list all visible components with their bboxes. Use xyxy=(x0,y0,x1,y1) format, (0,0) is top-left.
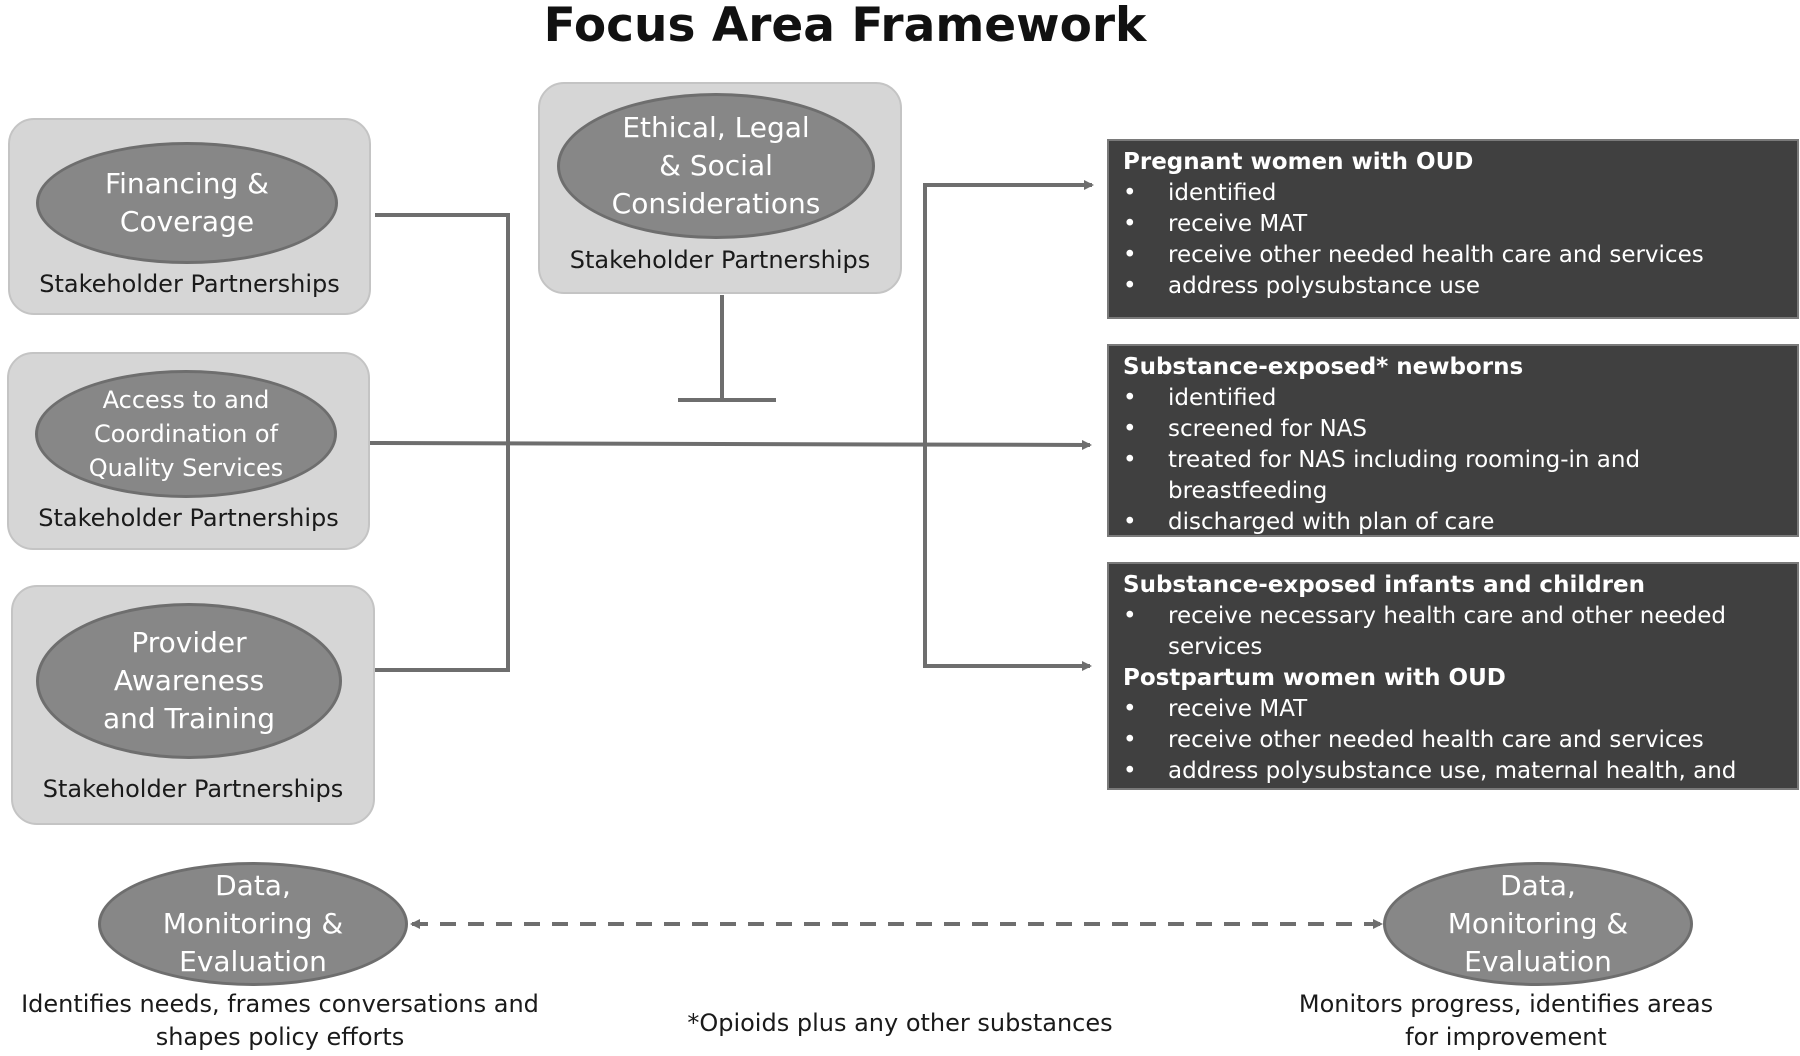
provider-training-oval: Provider Awareness and Training xyxy=(36,603,342,759)
outcome-postpartum-heading: Postpartum women with OUD xyxy=(1123,665,1506,691)
data-monitoring-oval-left: Data, Monitoring & Evaluation xyxy=(98,862,408,986)
financing-coverage-oval: Financing & Coverage xyxy=(36,142,338,264)
list-item: treated for NAS including rooming-in and… xyxy=(1123,445,1783,507)
outcome-newborns: Substance-exposed* newborns identified s… xyxy=(1107,344,1799,538)
outcome-pregnant-women: Pregnant women with OUD identified recei… xyxy=(1107,139,1799,319)
outcome-pregnant-list: identified receive MAT receive other nee… xyxy=(1123,178,1783,302)
data-left-caption: Identifies needs, frames conversations a… xyxy=(21,990,539,1051)
list-item: receive other needed health care and ser… xyxy=(1123,240,1783,271)
financing-partnerships-label: Stakeholder Partnerships xyxy=(39,270,340,298)
outcome-newborns-list: identified screened for NAS treated for … xyxy=(1123,383,1783,538)
list-item: receive other needed health care and ser… xyxy=(1123,725,1783,756)
list-item: receive necessary health care and other … xyxy=(1123,601,1783,663)
list-item: screened for NAS xyxy=(1123,414,1783,445)
data-monitoring-oval-right: Data, Monitoring & Evaluation xyxy=(1383,862,1693,986)
ethical-partnerships-label: Stakeholder Partnerships xyxy=(569,246,871,274)
footnote: *Opioids plus any other substances xyxy=(687,1009,1113,1037)
outcome-infants-list: receive necessary health care and other … xyxy=(1123,601,1783,663)
list-item: address polysubstance use xyxy=(1123,271,1783,302)
right-branch-line xyxy=(923,183,1092,671)
provider-training-area: Provider Awareness and Training Stakehol… xyxy=(11,585,375,825)
list-item: address polysubstance use, maternal heal… xyxy=(1123,756,1783,818)
access-coordination-oval: Access to and Coordination of Quality Se… xyxy=(35,370,337,498)
outcome-postpartum-list: receive MAT receive other needed health … xyxy=(1123,694,1783,818)
outcome-infants-postpartum: Substance-exposed infants and children r… xyxy=(1107,562,1799,815)
ethical-legal-social-oval: Ethical, Legal & Social Considerations xyxy=(557,93,875,239)
provider-partnerships-label: Stakeholder Partnerships xyxy=(42,775,344,803)
diagram-title: Focus Area Framework xyxy=(543,0,1147,53)
list-item: receive MAT xyxy=(1123,694,1783,725)
financing-coverage-area: Financing & Coverage Stakeholder Partner… xyxy=(8,118,371,315)
list-item: discharged with plan of care xyxy=(1123,507,1783,538)
list-item: receive MAT xyxy=(1123,209,1783,240)
ethical-legal-social-area: Ethical, Legal & Social Considerations S… xyxy=(538,82,902,294)
access-partnerships-label: Stakeholder Partnerships xyxy=(38,504,339,532)
list-item: identified xyxy=(1123,383,1783,414)
data-right-caption: Monitors progress, identifies areas for … xyxy=(1298,990,1714,1051)
outcome-infants-heading: Substance-exposed infants and children xyxy=(1123,572,1645,598)
access-coordination-area: Access to and Coordination of Quality Se… xyxy=(7,352,370,550)
outcome-pregnant-heading: Pregnant women with OUD xyxy=(1123,149,1474,175)
main-horizontal-line xyxy=(367,439,1092,450)
list-item: identified xyxy=(1123,178,1783,209)
outcome-newborns-heading: Substance-exposed* newborns xyxy=(1123,354,1524,380)
